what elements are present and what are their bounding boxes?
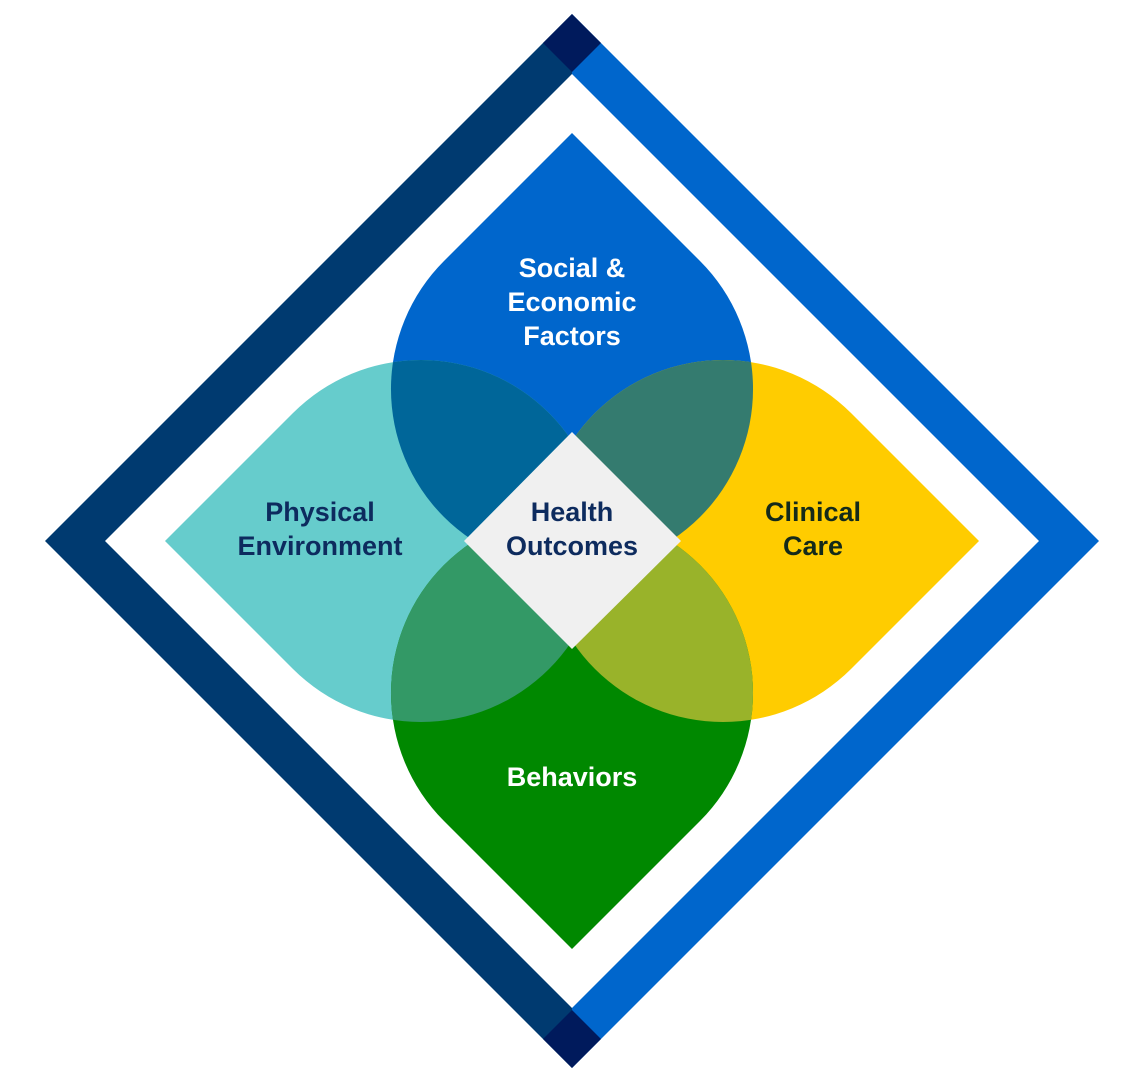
frame-top-corner — [543, 14, 601, 72]
label-health-line1: Health — [531, 497, 614, 527]
frame-left-half — [45, 14, 572, 1068]
label-social-line3: Factors — [523, 321, 621, 351]
label-clinical-line1: Clinical — [765, 497, 861, 527]
label-physical-line2: Environment — [237, 531, 402, 561]
label-physical-line1: Physical — [265, 497, 375, 527]
label-clinical-line2: Care — [783, 531, 843, 561]
label-social-line2: Economic — [507, 287, 636, 317]
center-health-outcomes — [464, 432, 681, 649]
frame-bottom-corner — [543, 1010, 601, 1068]
label-health-line2: Outcomes — [506, 531, 638, 561]
label-social-line1: Social & — [519, 253, 626, 283]
frame-right-half — [572, 14, 1099, 1068]
label-behaviors: Behaviors — [507, 762, 638, 792]
